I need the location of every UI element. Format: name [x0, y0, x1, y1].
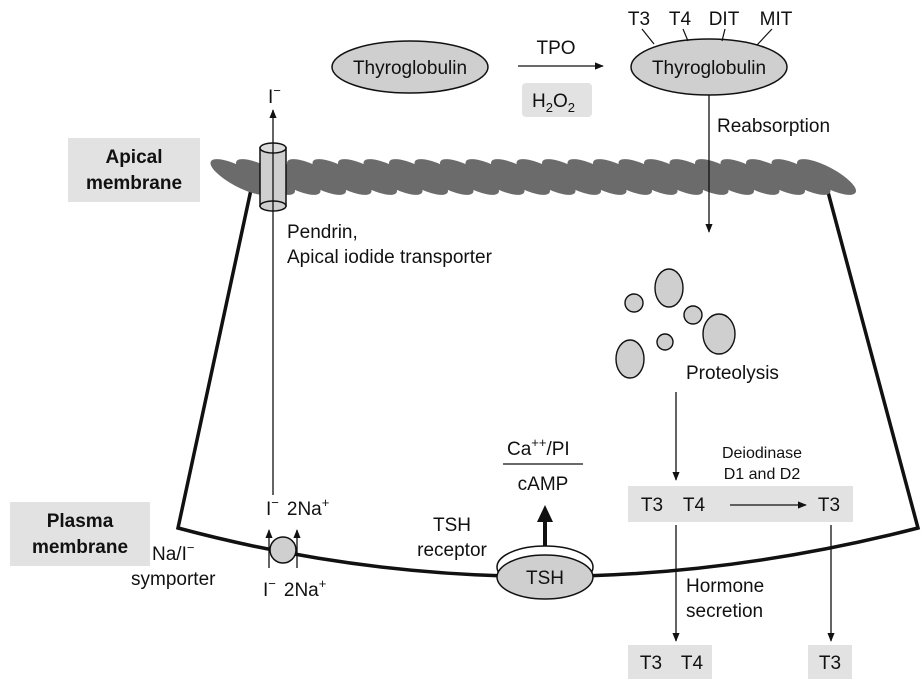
pendrin-label-1: Pendrin,: [287, 222, 358, 243]
t3-intracellular: T3: [641, 495, 663, 516]
apical-membrane-label-box: [68, 138, 200, 202]
membrane-stripe: [567, 159, 627, 195]
symporter-bottom-label: I−2Na+: [263, 576, 326, 601]
membrane-stripe: [312, 159, 372, 195]
t3-converted: T3: [818, 495, 840, 516]
membrane-stripe: [439, 159, 500, 195]
plasma-membrane-label-1: Plasma: [47, 511, 114, 532]
h2o2-label: H2O2: [532, 91, 575, 115]
thyroglobulin-left-label: Thyroglobulin: [353, 58, 467, 79]
apical-membrane-label-2: membrane: [86, 173, 182, 194]
h2o2-box: [522, 83, 592, 117]
membrane-stripe: [771, 159, 831, 195]
symporter-top-label: I−2Na+: [266, 495, 329, 520]
ca-pi-label: Ca++/PI: [507, 435, 570, 460]
secreted-t3: T3: [640, 653, 662, 674]
membrane-stripe: [465, 159, 525, 195]
membrane-stripe: [745, 159, 806, 195]
tpo-label: TPO: [536, 38, 575, 59]
residue-mit: MIT: [760, 9, 793, 30]
tsh-receptor-label-2: receptor: [417, 540, 487, 561]
residue-dit: DIT: [709, 9, 740, 30]
residue-link-mit: [756, 28, 773, 46]
thyroglobulin-right-label: Thyroglobulin: [652, 58, 766, 79]
membrane-stripe: [592, 159, 653, 195]
plasma-membrane-label-box: [10, 502, 150, 566]
tsh-label: TSH: [526, 568, 564, 589]
thyroglobulin-left: [331, 40, 489, 94]
membrane-stripe: [490, 159, 551, 195]
membrane-stripe: [796, 159, 857, 195]
residue-t3: T3: [628, 9, 650, 30]
proteolysis-label: Proteolysis: [686, 363, 779, 384]
iodide-top-label: I−: [268, 83, 281, 108]
secreted-t3-box: [808, 645, 852, 679]
membrane-stripe: [337, 159, 398, 195]
residue-link-t4: [682, 28, 689, 42]
symporter-name-1: Na/I−: [152, 540, 194, 565]
membrane-stripe: [414, 159, 474, 195]
pendrin-label-2: Apical iodide transporter: [287, 247, 493, 268]
membrane-stripe: [388, 159, 449, 195]
tsh-signal-arrowhead: [537, 505, 553, 522]
apical-membrane-stripes: [210, 159, 857, 195]
membrane-stripe: [643, 159, 704, 195]
membrane-stripe: [669, 159, 729, 195]
t3-t4-intracellular-box: [628, 486, 853, 522]
symporter-shape: [269, 536, 297, 564]
tsh-receptor-label-1: TSH: [433, 515, 471, 536]
plasma-membrane-label-2: membrane: [32, 537, 128, 558]
residue-t4: T4: [669, 9, 692, 30]
membrane-stripe: [286, 159, 347, 195]
proteolysis-vesicles: [615, 268, 736, 379]
deiodinase-label-1: Deiodinase: [722, 445, 802, 462]
membrane-stripe: [541, 159, 602, 195]
camp-label: cAMP: [518, 474, 569, 495]
hormone-secretion-label-1: Hormone: [686, 576, 764, 597]
secreted-t3-t4-box: [628, 645, 712, 679]
tsh-hormone: [496, 554, 594, 600]
membrane-stripe: [516, 159, 576, 195]
hormone-secretion-label-2: secretion: [686, 601, 763, 622]
membrane-stripe: [210, 159, 270, 195]
residue-link-dit: [721, 28, 726, 42]
deiodinase-label-2: D1 and D2: [724, 466, 801, 483]
t4-intracellular: T4: [683, 495, 706, 516]
membrane-stripe: [694, 159, 755, 195]
membrane-stripe: [363, 159, 423, 195]
reabsorption-label: Reabsorption: [717, 116, 830, 137]
secreted-t3-only: T3: [819, 653, 841, 674]
secreted-t4: T4: [681, 653, 704, 674]
membrane-stripe: [618, 159, 678, 195]
membrane-stripe: [720, 159, 780, 195]
apical-membrane-label-1: Apical: [105, 147, 162, 168]
symporter-name-2: symporter: [131, 569, 216, 590]
residue-link-t3: [641, 28, 655, 45]
